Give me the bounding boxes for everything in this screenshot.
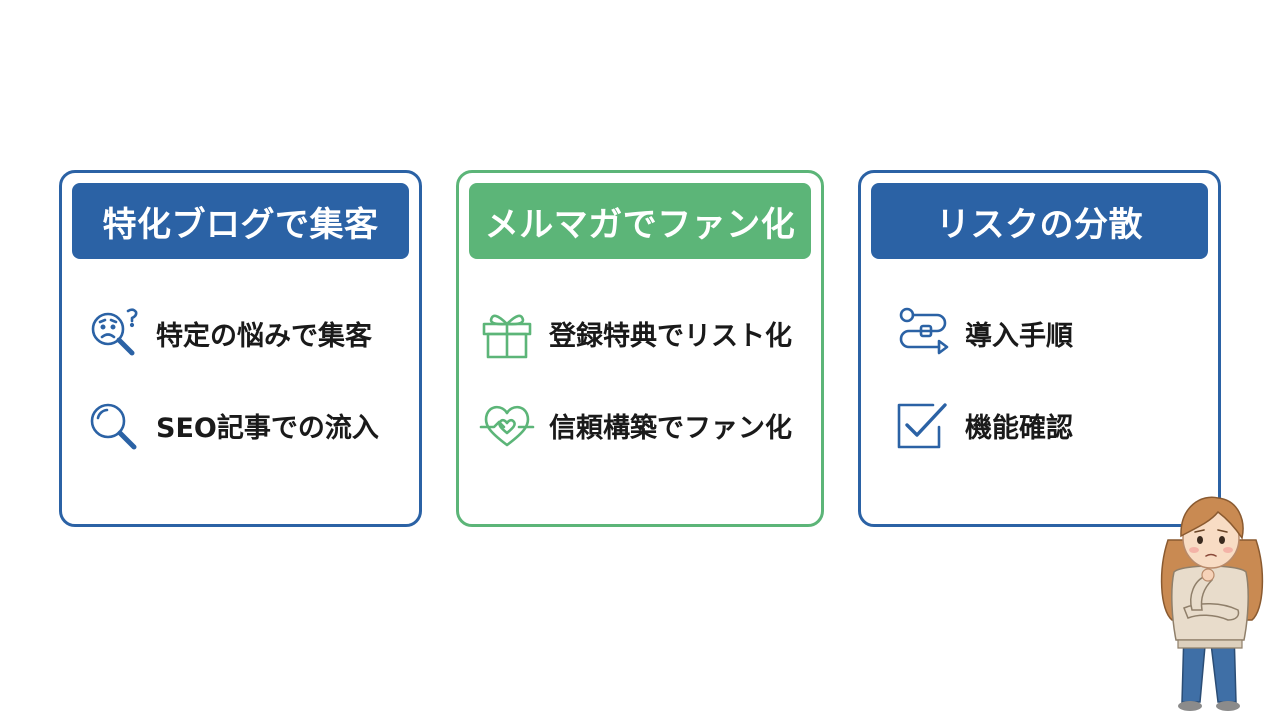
list-item: 信頼構築でファン化 (479, 397, 792, 453)
card-blog: 特化ブログで集客 特定の悩みで集客 SEO記事での流入 (59, 170, 422, 527)
card-title: メルマガでファン化 (469, 183, 811, 259)
item-label: 信頼構築でファン化 (549, 412, 792, 444)
item-label: 機能確認 (965, 412, 1073, 444)
card-risk: リスクの分散 導入手順 機能確認 (858, 170, 1221, 527)
card-newsletter: メルマガでファン化 登録特典でリスト化 信頼構築でファン化 (456, 170, 824, 527)
flow-steps-icon (895, 305, 951, 361)
item-label: 登録特典でリスト化 (549, 320, 792, 352)
thinking-girl-illustration (1160, 496, 1264, 711)
item-label: 導入手順 (965, 320, 1073, 352)
list-item: 特定の悩みで集客 (86, 305, 372, 361)
list-item: 機能確認 (895, 397, 1073, 453)
heart-handshake-icon (479, 397, 535, 453)
item-label: SEO記事での流入 (156, 412, 379, 444)
worried-search-icon (86, 305, 142, 361)
item-label: 特定の悩みで集客 (156, 320, 372, 352)
card-title: リスクの分散 (871, 183, 1208, 259)
list-item: 登録特典でリスト化 (479, 305, 792, 361)
magnifier-icon (86, 397, 142, 453)
list-item: SEO記事での流入 (86, 397, 379, 453)
list-item: 導入手順 (895, 305, 1073, 361)
checkbox-icon (895, 397, 951, 453)
gift-icon (479, 305, 535, 361)
card-title: 特化ブログで集客 (72, 183, 409, 259)
